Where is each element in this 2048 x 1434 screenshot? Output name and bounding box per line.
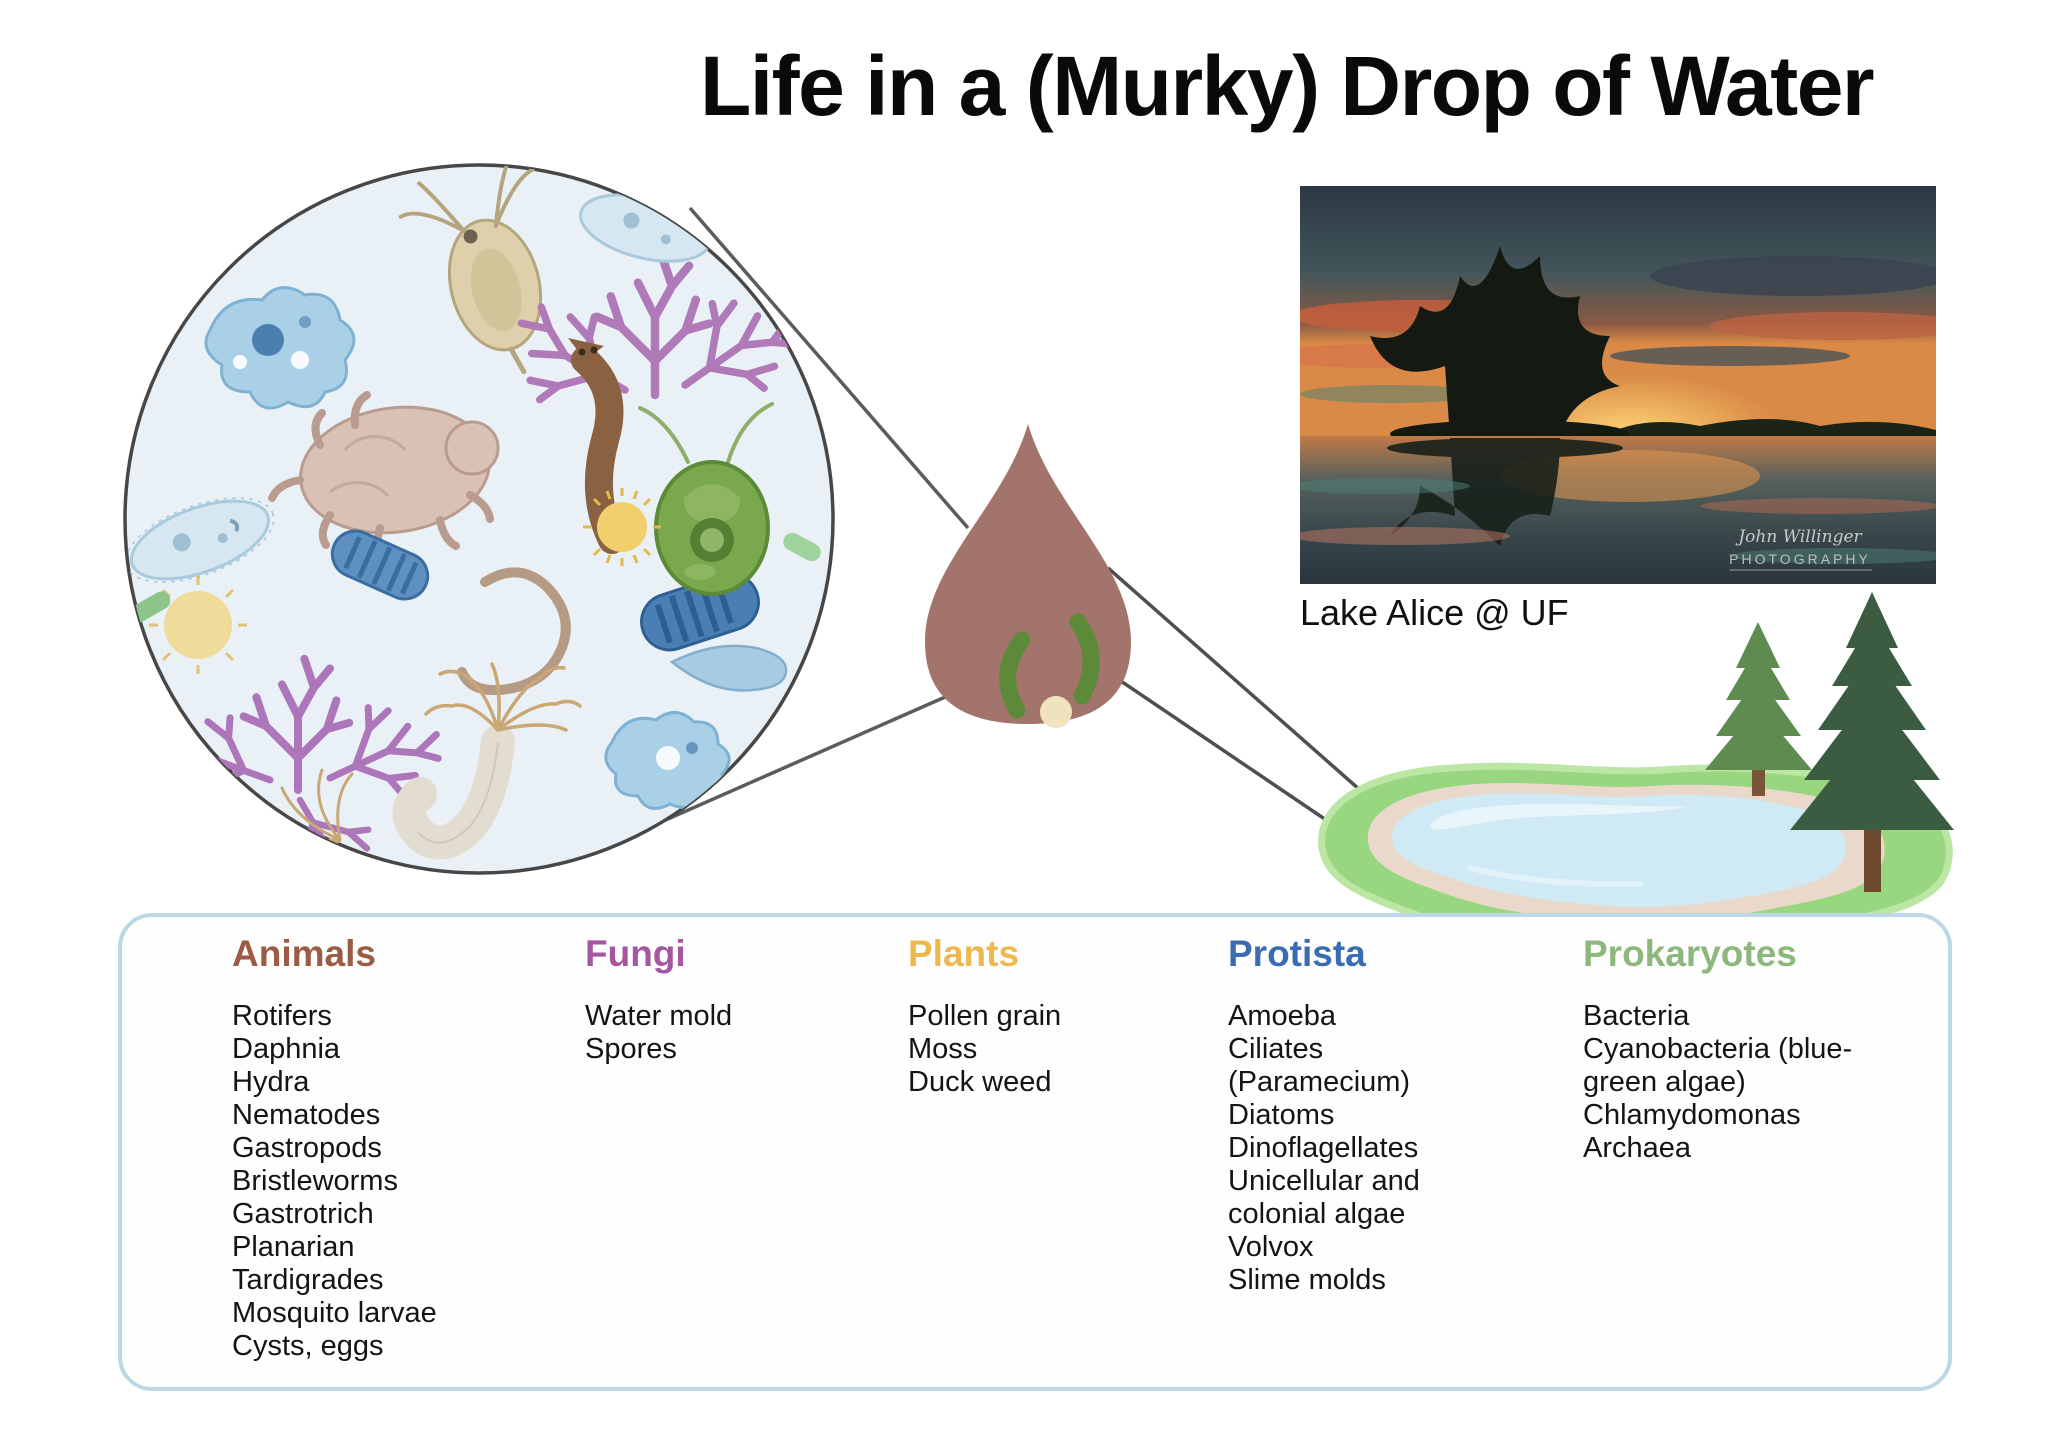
pine-tree-large-icon	[1790, 592, 1954, 892]
legend-list-animals: Rotifers Daphnia Hydra Nematodes Gastrop…	[232, 1000, 437, 1362]
daphnia-illustration	[398, 165, 543, 375]
diatom-illustration	[330, 529, 430, 601]
legend-header-prokaryotes: Prokaryotes	[1583, 933, 1797, 974]
pollen-grain-illustration	[583, 488, 661, 566]
svg-text:John Willinger: John Willinger	[1735, 527, 1862, 547]
pond-water-ripple	[1467, 865, 1643, 888]
lake-photo: John Willinger PHOTOGRAPHY	[1300, 186, 1936, 584]
source-line-top	[1106, 566, 1362, 792]
pond-water-highlight	[1430, 803, 1688, 830]
magnifier-cone-lines	[635, 206, 970, 835]
bacterium-in-drop	[999, 631, 1031, 719]
lake-photo-scene: John Willinger PHOTOGRAPHY	[1300, 186, 1936, 584]
pollen-grain-illustration	[149, 576, 247, 674]
cone-line-top	[688, 206, 970, 530]
legend-header-plants: Plants	[908, 933, 1020, 974]
legend-box	[118, 913, 1952, 1391]
legend-list-prokaryotes: Bacteria Cyanobacteria (blue- green alga…	[1583, 1000, 1853, 1164]
legend-list-protista: Amoeba Ciliates (Paramecium) Diatoms Din…	[1228, 1000, 1420, 1296]
pine-tree-small-icon	[1705, 622, 1812, 796]
bacterium-rod-illustration	[129, 591, 171, 623]
legend-list-fungi: Water mold Spores	[585, 1000, 733, 1065]
amoeba-illustration	[204, 286, 356, 410]
flagellate-illustration	[669, 644, 788, 692]
amoeba-illustration	[604, 711, 731, 810]
pond-water	[1391, 793, 1846, 908]
legend-header-fungi: Fungi	[585, 933, 686, 974]
svg-text:PHOTOGRAPHY: PHOTOGRAPHY	[1729, 551, 1871, 567]
bacterium-in-drop	[1069, 613, 1100, 705]
legend-header-protista: Protista	[1228, 933, 1366, 974]
tube-worm-illustration	[392, 662, 582, 860]
pond-illustration	[1318, 762, 1953, 951]
legend-list-plants: Pollen grain Moss Duck weed	[908, 1000, 1062, 1098]
photo-caption: Lake Alice @ UF	[1300, 592, 1569, 633]
page-title: Life in a (Murky) Drop of Water	[700, 39, 1875, 133]
magnified-drop-circle	[123, 163, 835, 875]
cone-line-bottom	[635, 692, 953, 835]
photo-watermark: John Willinger PHOTOGRAPHY	[1729, 527, 1872, 571]
bacterium-rod-illustration	[783, 532, 821, 562]
water-drop-illustration	[925, 424, 1131, 728]
legend-header-animals: Animals	[232, 933, 376, 974]
particle-in-drop	[1040, 696, 1072, 728]
nematode-illustration	[457, 567, 571, 696]
feathery-appendage-illustration	[268, 768, 354, 863]
chlamydomonas-illustration	[638, 402, 774, 596]
